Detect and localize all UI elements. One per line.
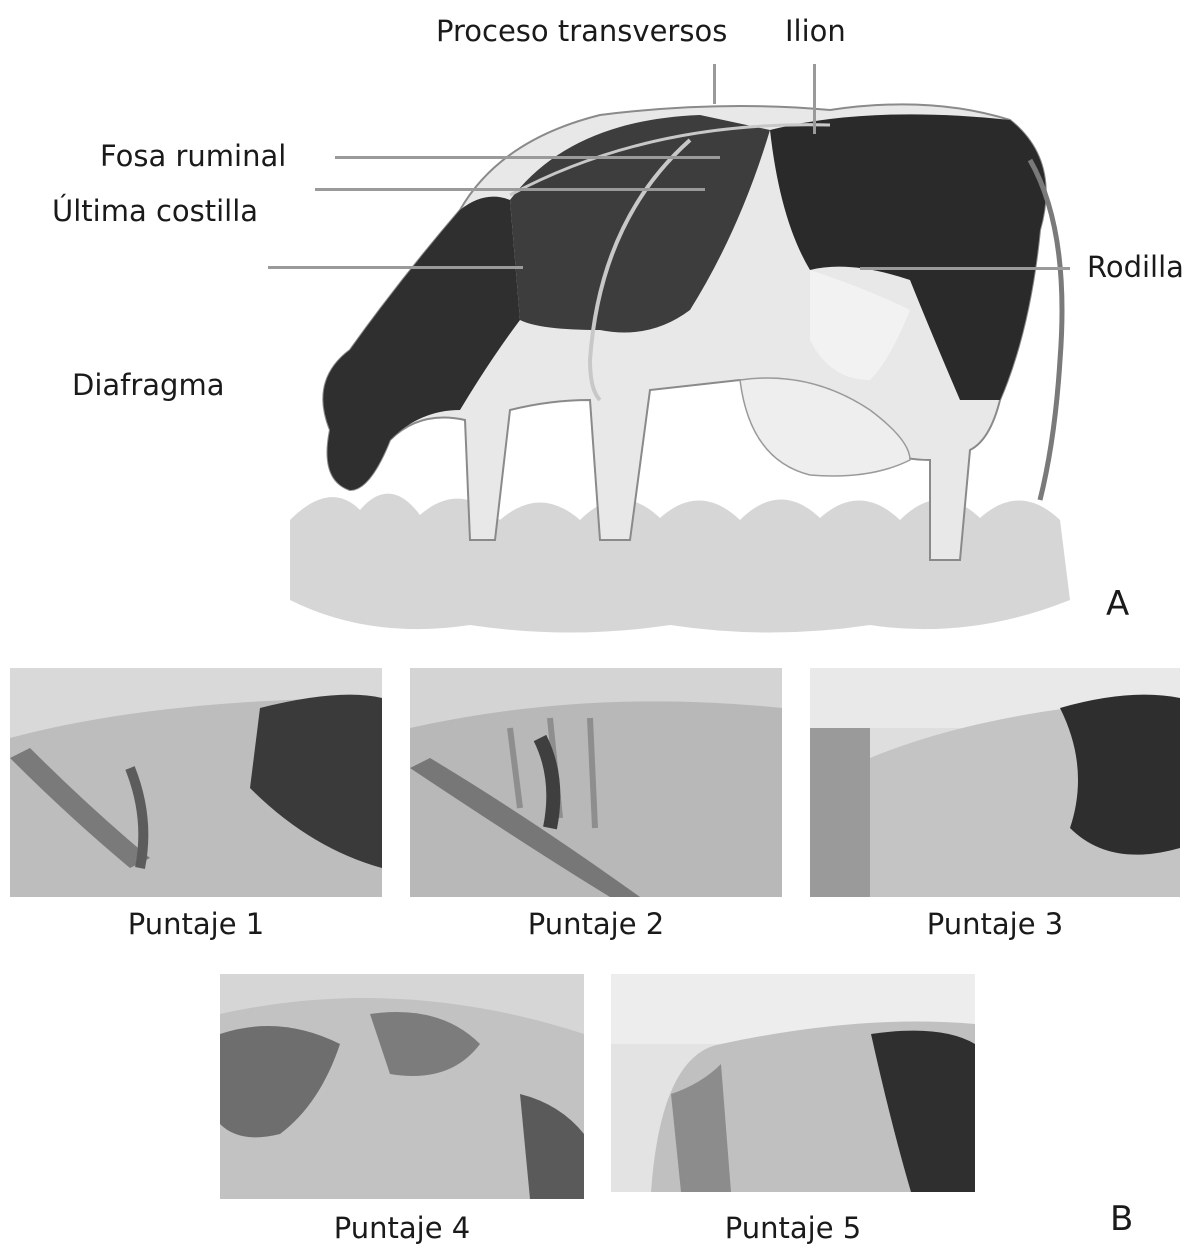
- score-photo-2: [410, 668, 782, 897]
- score-photo-4: [220, 974, 584, 1199]
- score-photo-1: [10, 668, 382, 897]
- cow-body: [323, 104, 1045, 560]
- leader-knee: [860, 267, 1070, 270]
- label-transverse-process: Proceso transversos: [436, 17, 727, 46]
- score-photo-3: [810, 668, 1180, 897]
- label-ilium: Ilion: [785, 17, 846, 46]
- score-caption-1: Puntaje 1: [10, 910, 382, 939]
- panel-letter-a: A: [1106, 587, 1129, 621]
- score-caption-5: Puntaje 5: [611, 1214, 975, 1243]
- score-caption-4: Puntaje 4: [220, 1214, 584, 1243]
- score-caption-3: Puntaje 3: [810, 910, 1180, 939]
- leader-ilium: [813, 64, 816, 134]
- cow-illustration: [270, 80, 1100, 650]
- label-diaphragm: Diafragma: [72, 371, 225, 400]
- label-rumen-fossa: Fosa ruminal: [100, 142, 286, 171]
- score-photo-5: [611, 974, 975, 1192]
- score-caption-2: Puntaje 2: [410, 910, 782, 939]
- leader-diaphragm: [268, 266, 523, 269]
- leader-transverse-process: [713, 64, 716, 104]
- panel-letter-b: B: [1110, 1202, 1133, 1236]
- leader-rumen-fossa: [335, 156, 720, 159]
- label-knee: Rodilla: [1087, 253, 1184, 282]
- leader-last-rib: [315, 188, 705, 191]
- label-last-rib: Última costilla: [52, 197, 258, 226]
